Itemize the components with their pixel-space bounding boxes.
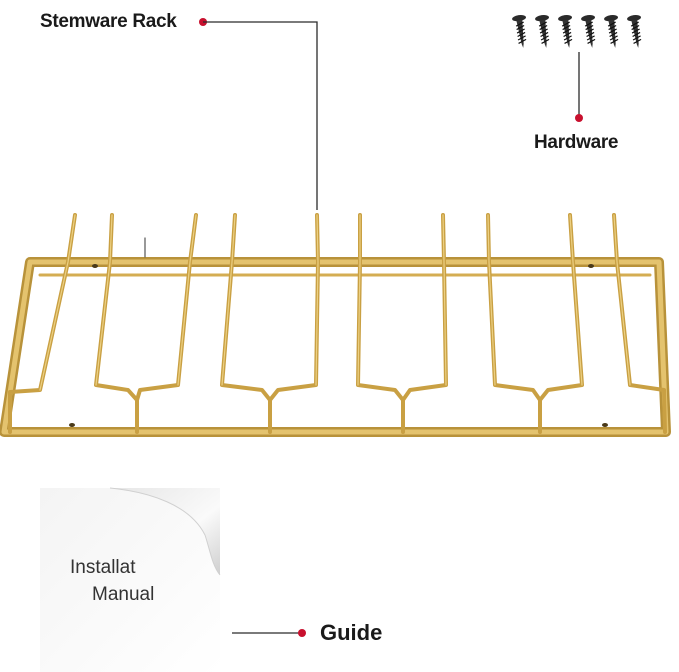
page-curl	[110, 488, 220, 575]
mount-hole	[69, 423, 75, 427]
mount-hole	[588, 264, 594, 268]
guide-leader	[232, 629, 306, 637]
hardware-label: Hardware	[534, 132, 619, 153]
guide-label: Guide	[320, 620, 383, 645]
manual-title-line2: Manual	[92, 584, 155, 605]
mount-hole	[92, 264, 98, 268]
screw-icon	[581, 15, 596, 48]
stemware-rack-leader	[199, 18, 318, 210]
stemware-rack-label: Stemware Rack	[40, 11, 177, 32]
guide-dot	[298, 629, 306, 637]
hardware-dot	[575, 114, 583, 122]
screw-icon	[604, 15, 619, 48]
hardware-screws	[512, 15, 642, 48]
screw-icon	[535, 15, 550, 48]
screw-icon	[512, 15, 527, 48]
hardware-leader	[575, 52, 583, 122]
rack-frame	[0, 257, 671, 437]
installation-manual	[40, 487, 221, 672]
mount-hole	[602, 423, 608, 427]
screw-icon	[558, 15, 573, 48]
manual-title-line1: Installat	[70, 557, 136, 578]
stemware-rack	[0, 213, 671, 437]
screw-icon	[627, 15, 642, 48]
